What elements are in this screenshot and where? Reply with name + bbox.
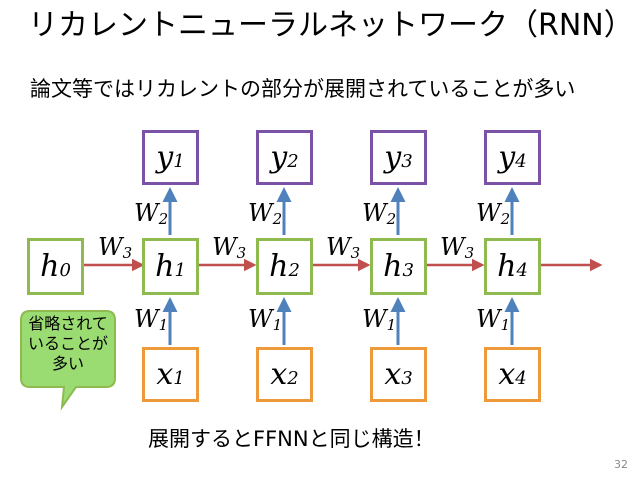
weight-label-w3-1: W3 — [98, 233, 133, 262]
weight-label-w1-4: W1 — [476, 305, 511, 334]
weight-label-w1-3: W1 — [362, 305, 397, 334]
weight-label-w3-4: W3 — [440, 233, 475, 262]
slide-title: リカレントニューラルネットワーク（RNN） — [28, 8, 634, 43]
callout-text: 省略されて いることが 多い — [27, 314, 108, 373]
weight-label-w1-1: W1 — [134, 305, 169, 334]
weight-label-w2-1: W2 — [134, 199, 169, 228]
page-number: 32 — [614, 458, 628, 471]
weight-label-w1-2: W1 — [248, 305, 283, 334]
conclusion-text: 展開するとFFNNと同じ構造！ — [148, 427, 435, 451]
weight-label-w2-2: W2 — [248, 199, 283, 228]
weight-label-w3-2: W3 — [212, 233, 247, 262]
weight-label-w3-3: W3 — [326, 233, 361, 262]
weight-label-w2-3: W2 — [362, 199, 397, 228]
weight-label-w2-4: W2 — [476, 199, 511, 228]
slide-subtitle: 論文等ではリカレントの部分が展開されていることが多い — [30, 77, 576, 101]
callout-bubble — [20, 310, 116, 411]
